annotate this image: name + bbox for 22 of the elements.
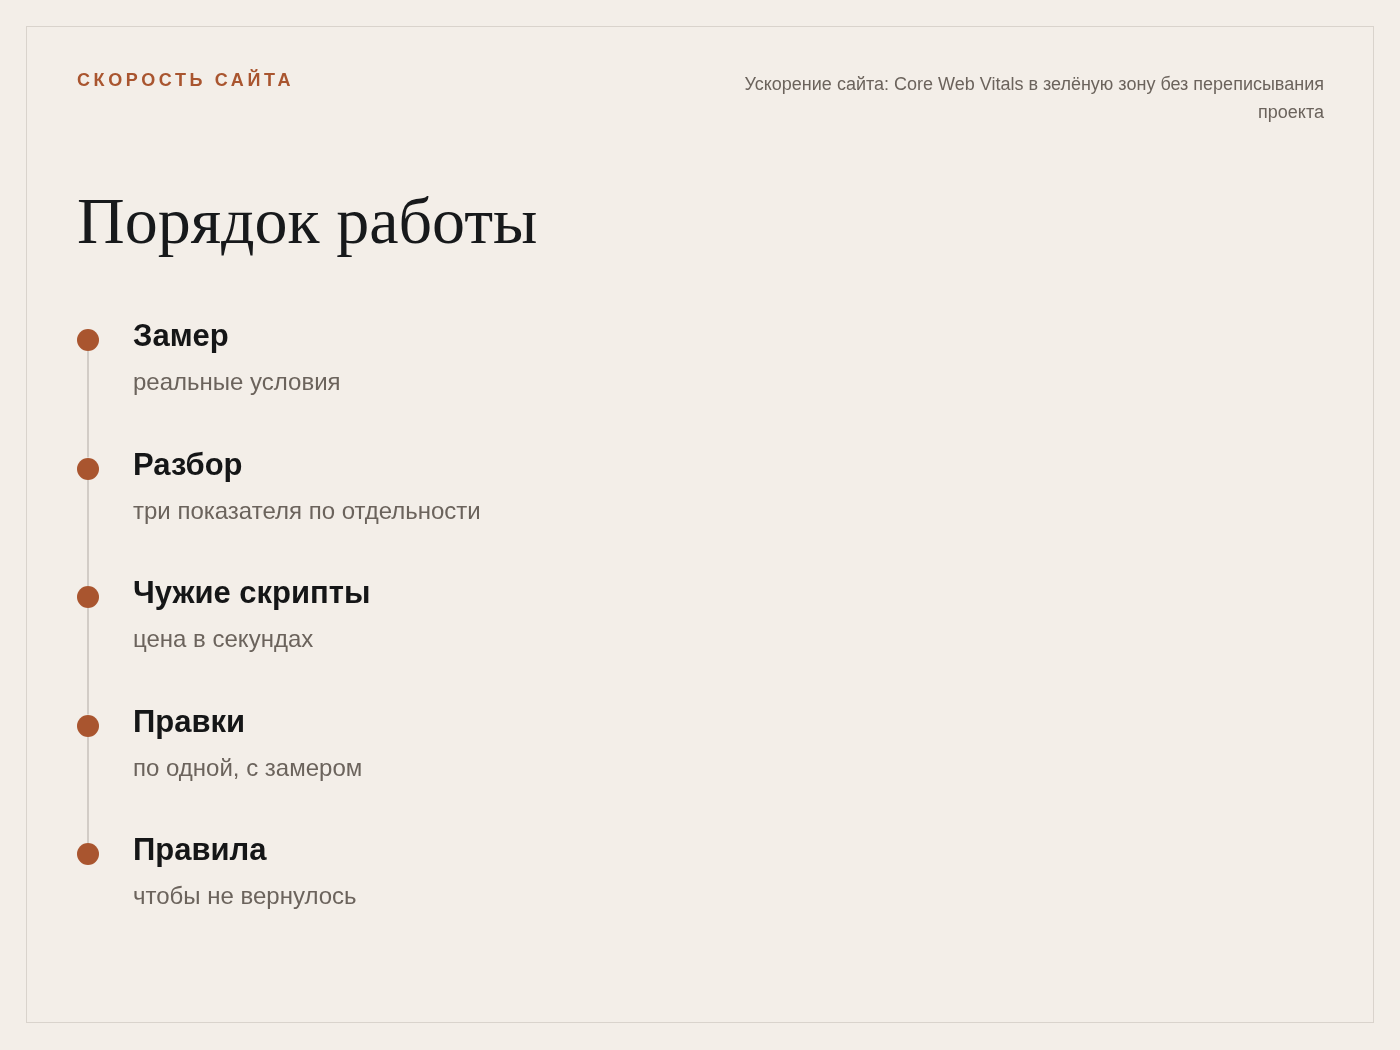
timeline-dot bbox=[77, 329, 99, 351]
step-title: Правила bbox=[133, 832, 267, 868]
timeline-line bbox=[87, 350, 89, 459]
step-title: Правки bbox=[133, 703, 246, 740]
step-description: по одной, с замером bbox=[133, 752, 363, 783]
timeline-dot bbox=[77, 586, 99, 608]
step-description: цена в секундах bbox=[133, 624, 314, 654]
timeline-dot bbox=[77, 843, 99, 865]
step-title: Замер bbox=[133, 318, 229, 354]
step-title: Чужие скрипты bbox=[133, 575, 371, 611]
timeline-line bbox=[87, 735, 89, 844]
timeline-dot bbox=[77, 457, 99, 480]
timeline-dot bbox=[77, 714, 99, 737]
step-description: три показателя по отдельности bbox=[133, 495, 481, 526]
subtitle-text: Ускорение сайта: Core Web Vitals в зелёную зону без переписывания проекта bbox=[743, 73, 1324, 124]
step-description: чтобы не вернулось bbox=[133, 881, 357, 911]
kicker-text: СКОРОСТЬ САЙТА bbox=[77, 70, 294, 90]
step-title: Разбор bbox=[133, 446, 243, 483]
timeline-line bbox=[87, 607, 89, 716]
timeline-line bbox=[87, 478, 89, 587]
step-description: реальные условия bbox=[133, 367, 341, 397]
page-title: Порядок работы bbox=[77, 185, 538, 257]
